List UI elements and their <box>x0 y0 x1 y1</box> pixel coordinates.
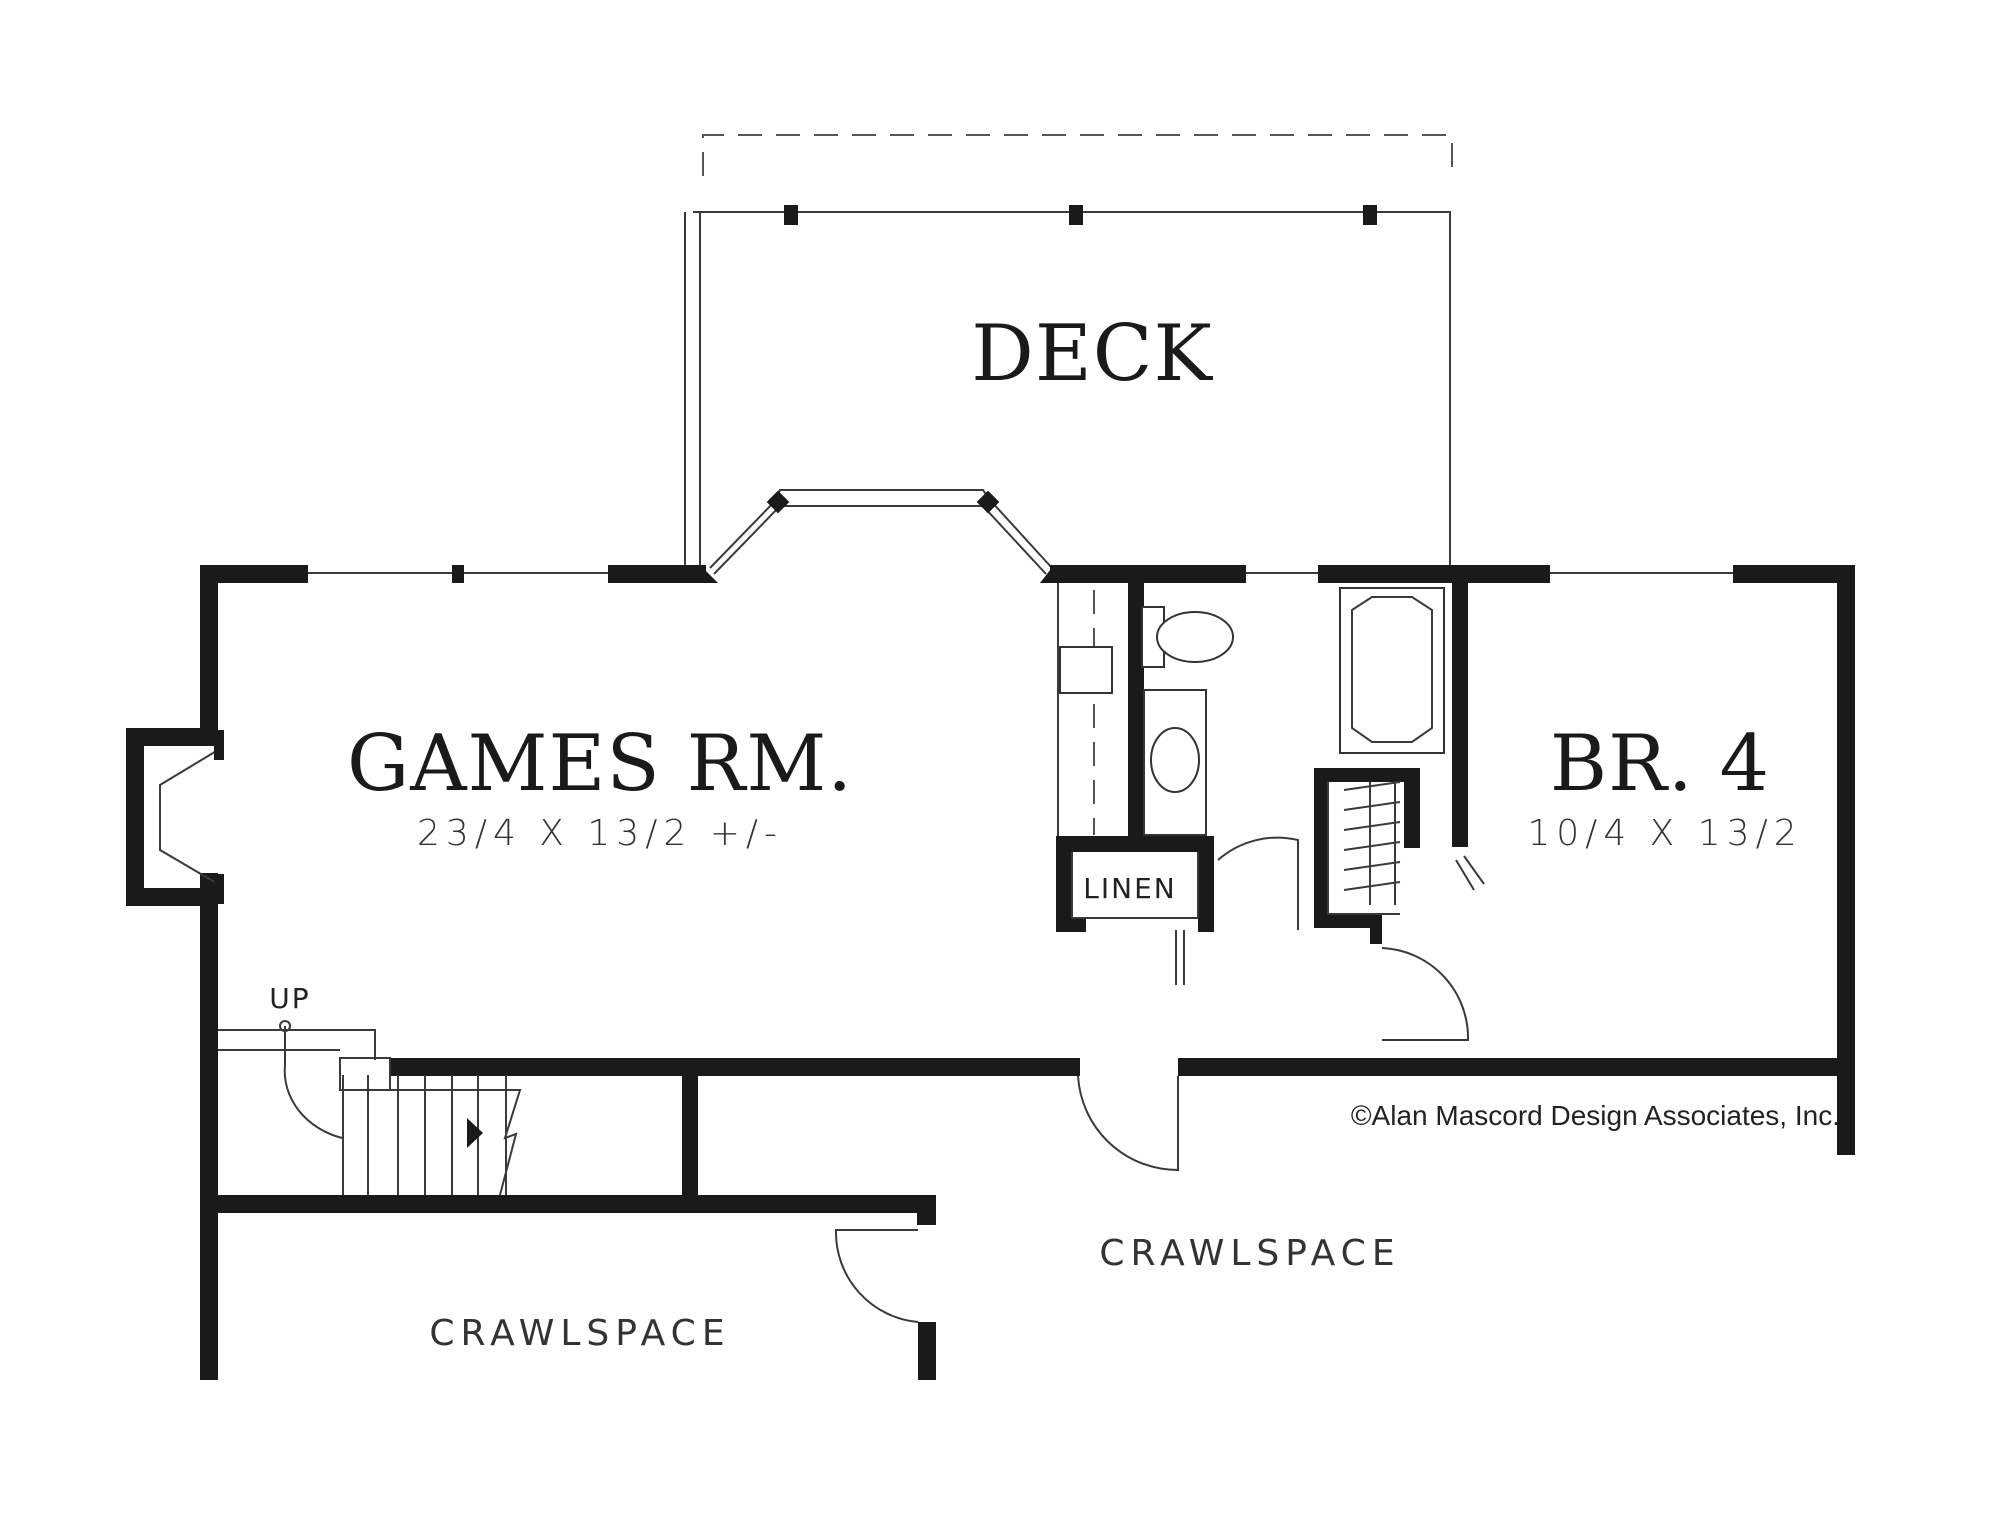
stairs <box>218 1020 522 1196</box>
br4-size: 10/4 X 13/2 <box>1527 813 1802 854</box>
games-room-label: GAMES RM. <box>347 719 853 809</box>
deck-label: DECK <box>971 309 1213 399</box>
shelving-icon <box>1343 781 1401 905</box>
crawlspace-right-label: CRAWLSPACE <box>1099 1233 1400 1274</box>
toilet-bowl-icon <box>1156 611 1234 663</box>
sink-icon <box>1150 727 1200 793</box>
bath-walls <box>1056 583 1468 944</box>
copyright-text: ©Alan Mascord Design Associates, Inc. <box>1351 1100 1840 1131</box>
deck-outline <box>684 134 1453 565</box>
bay-window <box>709 489 1053 575</box>
stair-up-label: UP <box>269 982 310 1015</box>
tub-icon <box>1339 587 1445 754</box>
bath-fixtures <box>1059 587 1445 905</box>
br4-label: BR. 4 <box>1550 719 1770 809</box>
games-room-size: 23/4 X 13/2 +/- <box>417 813 783 854</box>
linen-label: LINEN <box>1083 872 1176 905</box>
double-sink-icon <box>1059 646 1113 694</box>
crawlspace-left-label: CRAWLSPACE <box>429 1313 730 1354</box>
doors <box>834 836 1485 1323</box>
exterior-walls <box>126 565 1855 1380</box>
